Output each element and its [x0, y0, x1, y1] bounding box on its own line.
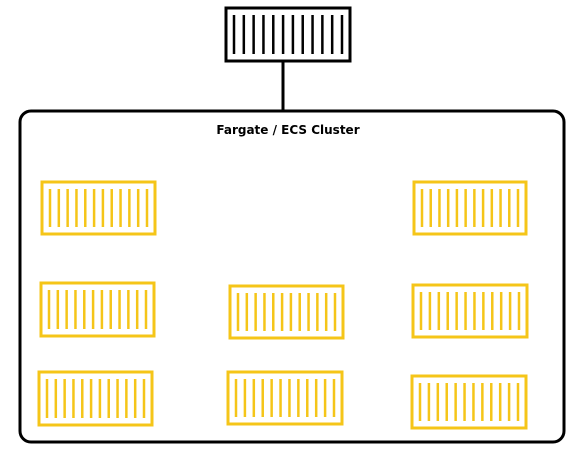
- container-icon: [410, 374, 528, 430]
- container-icon: [224, 6, 352, 63]
- container-icon: [411, 283, 529, 339]
- container-icon: [37, 370, 154, 427]
- container-body: [228, 284, 345, 340]
- container-body: [226, 370, 344, 426]
- container-body: [39, 281, 156, 338]
- container-body: [412, 180, 528, 236]
- container-body: [40, 180, 157, 236]
- cluster-title: Fargate / ECS Cluster: [216, 123, 359, 137]
- container-icon: [228, 284, 345, 340]
- container-icon: [412, 180, 528, 236]
- container-body: [37, 370, 154, 427]
- container-icon: [39, 281, 156, 338]
- container-body: [410, 374, 528, 430]
- container-body: [224, 6, 352, 63]
- container-icon: [226, 370, 344, 426]
- container-body: [411, 283, 529, 339]
- container-icon: [40, 180, 157, 236]
